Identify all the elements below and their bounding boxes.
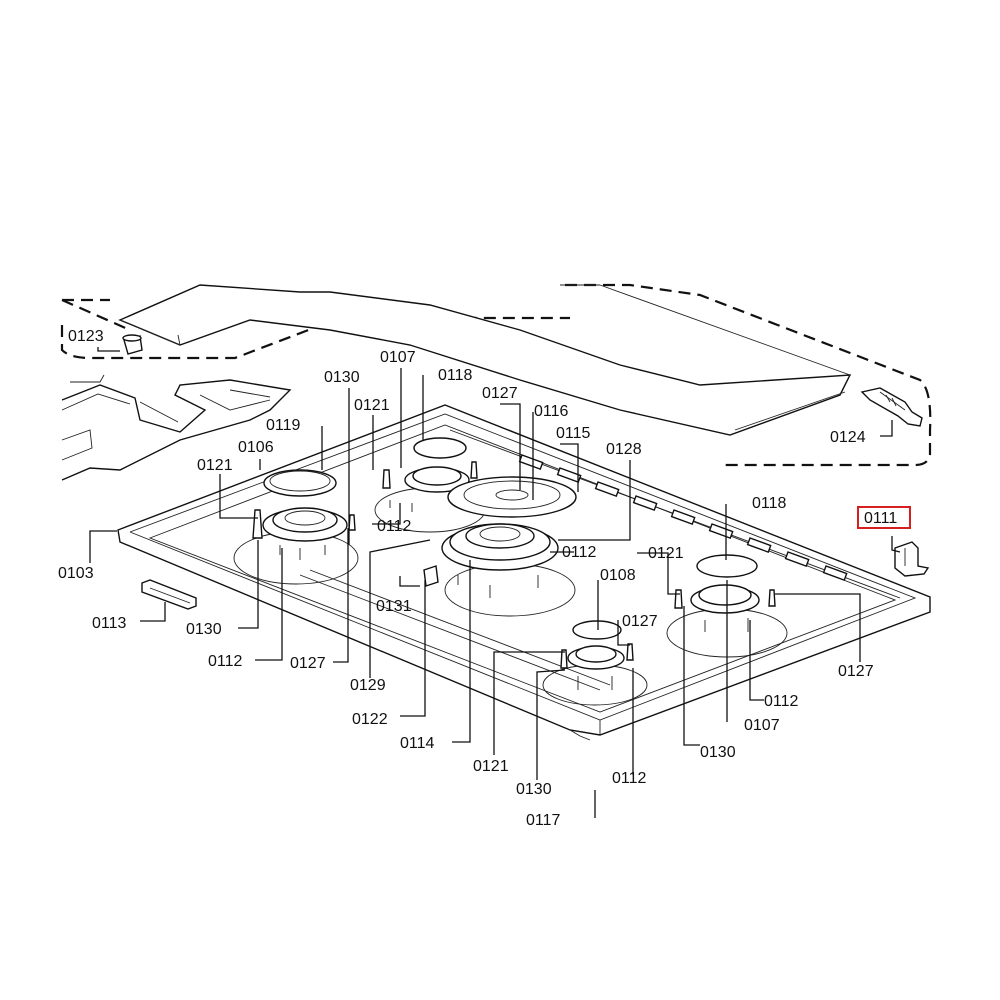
callout-0130-lower: 0130 <box>516 781 552 798</box>
callout-0118-upper: 0118 <box>438 367 473 384</box>
burner-left <box>233 507 359 585</box>
callout-0106: 0106 <box>238 439 274 456</box>
callout-0127-right: 0127 <box>838 663 874 680</box>
callout-0107-upper: 0107 <box>380 349 416 366</box>
callout-0121-left: 0121 <box>197 457 233 474</box>
burner-cap-wok-outer <box>447 476 577 518</box>
callout-0107-lower: 0107 <box>744 717 780 734</box>
vent-slots <box>449 429 901 599</box>
callout-0127-left: 0127 <box>290 655 326 672</box>
callout-0117: 0117 <box>526 812 561 829</box>
callout-0112-center: 0112 <box>562 544 597 561</box>
callout-0112-upper: 0112 <box>377 518 412 535</box>
bottom-crop-mask <box>0 822 1000 1000</box>
side-bracket <box>894 541 930 577</box>
ignition-clip <box>423 565 439 587</box>
burner-cap-left <box>263 469 337 497</box>
callout-0129: 0129 <box>350 677 386 694</box>
pan-support-grid <box>61 374 292 481</box>
burner-cap-front <box>572 620 622 640</box>
glass-lid <box>118 284 852 436</box>
callout-0128: 0128 <box>606 441 642 458</box>
callout-0112-left: 0112 <box>208 653 243 670</box>
callout-0121-upper: 0121 <box>354 397 390 414</box>
callout-0112-lower: 0112 <box>612 770 647 787</box>
callout-0112-right: 0112 <box>764 693 799 710</box>
callout-0108: 0108 <box>600 567 636 584</box>
rubber-foot <box>122 334 143 355</box>
callout-labels: 0123 0124 0107 0130 0118 0127 0116 0121 … <box>58 328 911 829</box>
burner-front <box>542 643 648 706</box>
callout-0121-lower: 0121 <box>473 758 509 775</box>
callout-0119: 0119 <box>266 417 301 434</box>
callout-0123: 0123 <box>68 328 104 345</box>
lid-group-outline <box>60 283 932 467</box>
callout-0115: 0115 <box>556 425 591 442</box>
callout-0111: 0111 <box>864 510 897 527</box>
callout-0103: 0103 <box>58 565 94 582</box>
callout-0122: 0122 <box>352 711 388 728</box>
callout-0124: 0124 <box>830 429 866 446</box>
callout-0130-upper: 0130 <box>324 369 360 386</box>
callout-0113: 0113 <box>92 615 127 632</box>
burner-cap-rear <box>413 437 467 459</box>
edge-profile-strip <box>141 579 197 610</box>
callout-0131: 0131 <box>376 598 412 615</box>
callout-0130-right: 0130 <box>700 744 736 761</box>
leader-lines <box>89 347 901 818</box>
callout-0114: 0114 <box>400 735 435 752</box>
callout-0116: 0116 <box>534 403 569 420</box>
callout-0121-right: 0121 <box>648 545 684 562</box>
callout-0127-upper: 0127 <box>482 385 518 402</box>
burner-right <box>666 584 788 658</box>
callout-0127-front: 0127 <box>622 613 658 630</box>
burner-cap-right <box>696 554 758 578</box>
lid-hinge-pin <box>860 387 923 427</box>
callout-0118-right: 0118 <box>752 495 787 512</box>
highlight-box-0111 <box>857 506 911 529</box>
burner-rear <box>374 461 486 533</box>
burner-wok <box>441 523 576 617</box>
callout-0130-left: 0130 <box>186 621 222 638</box>
